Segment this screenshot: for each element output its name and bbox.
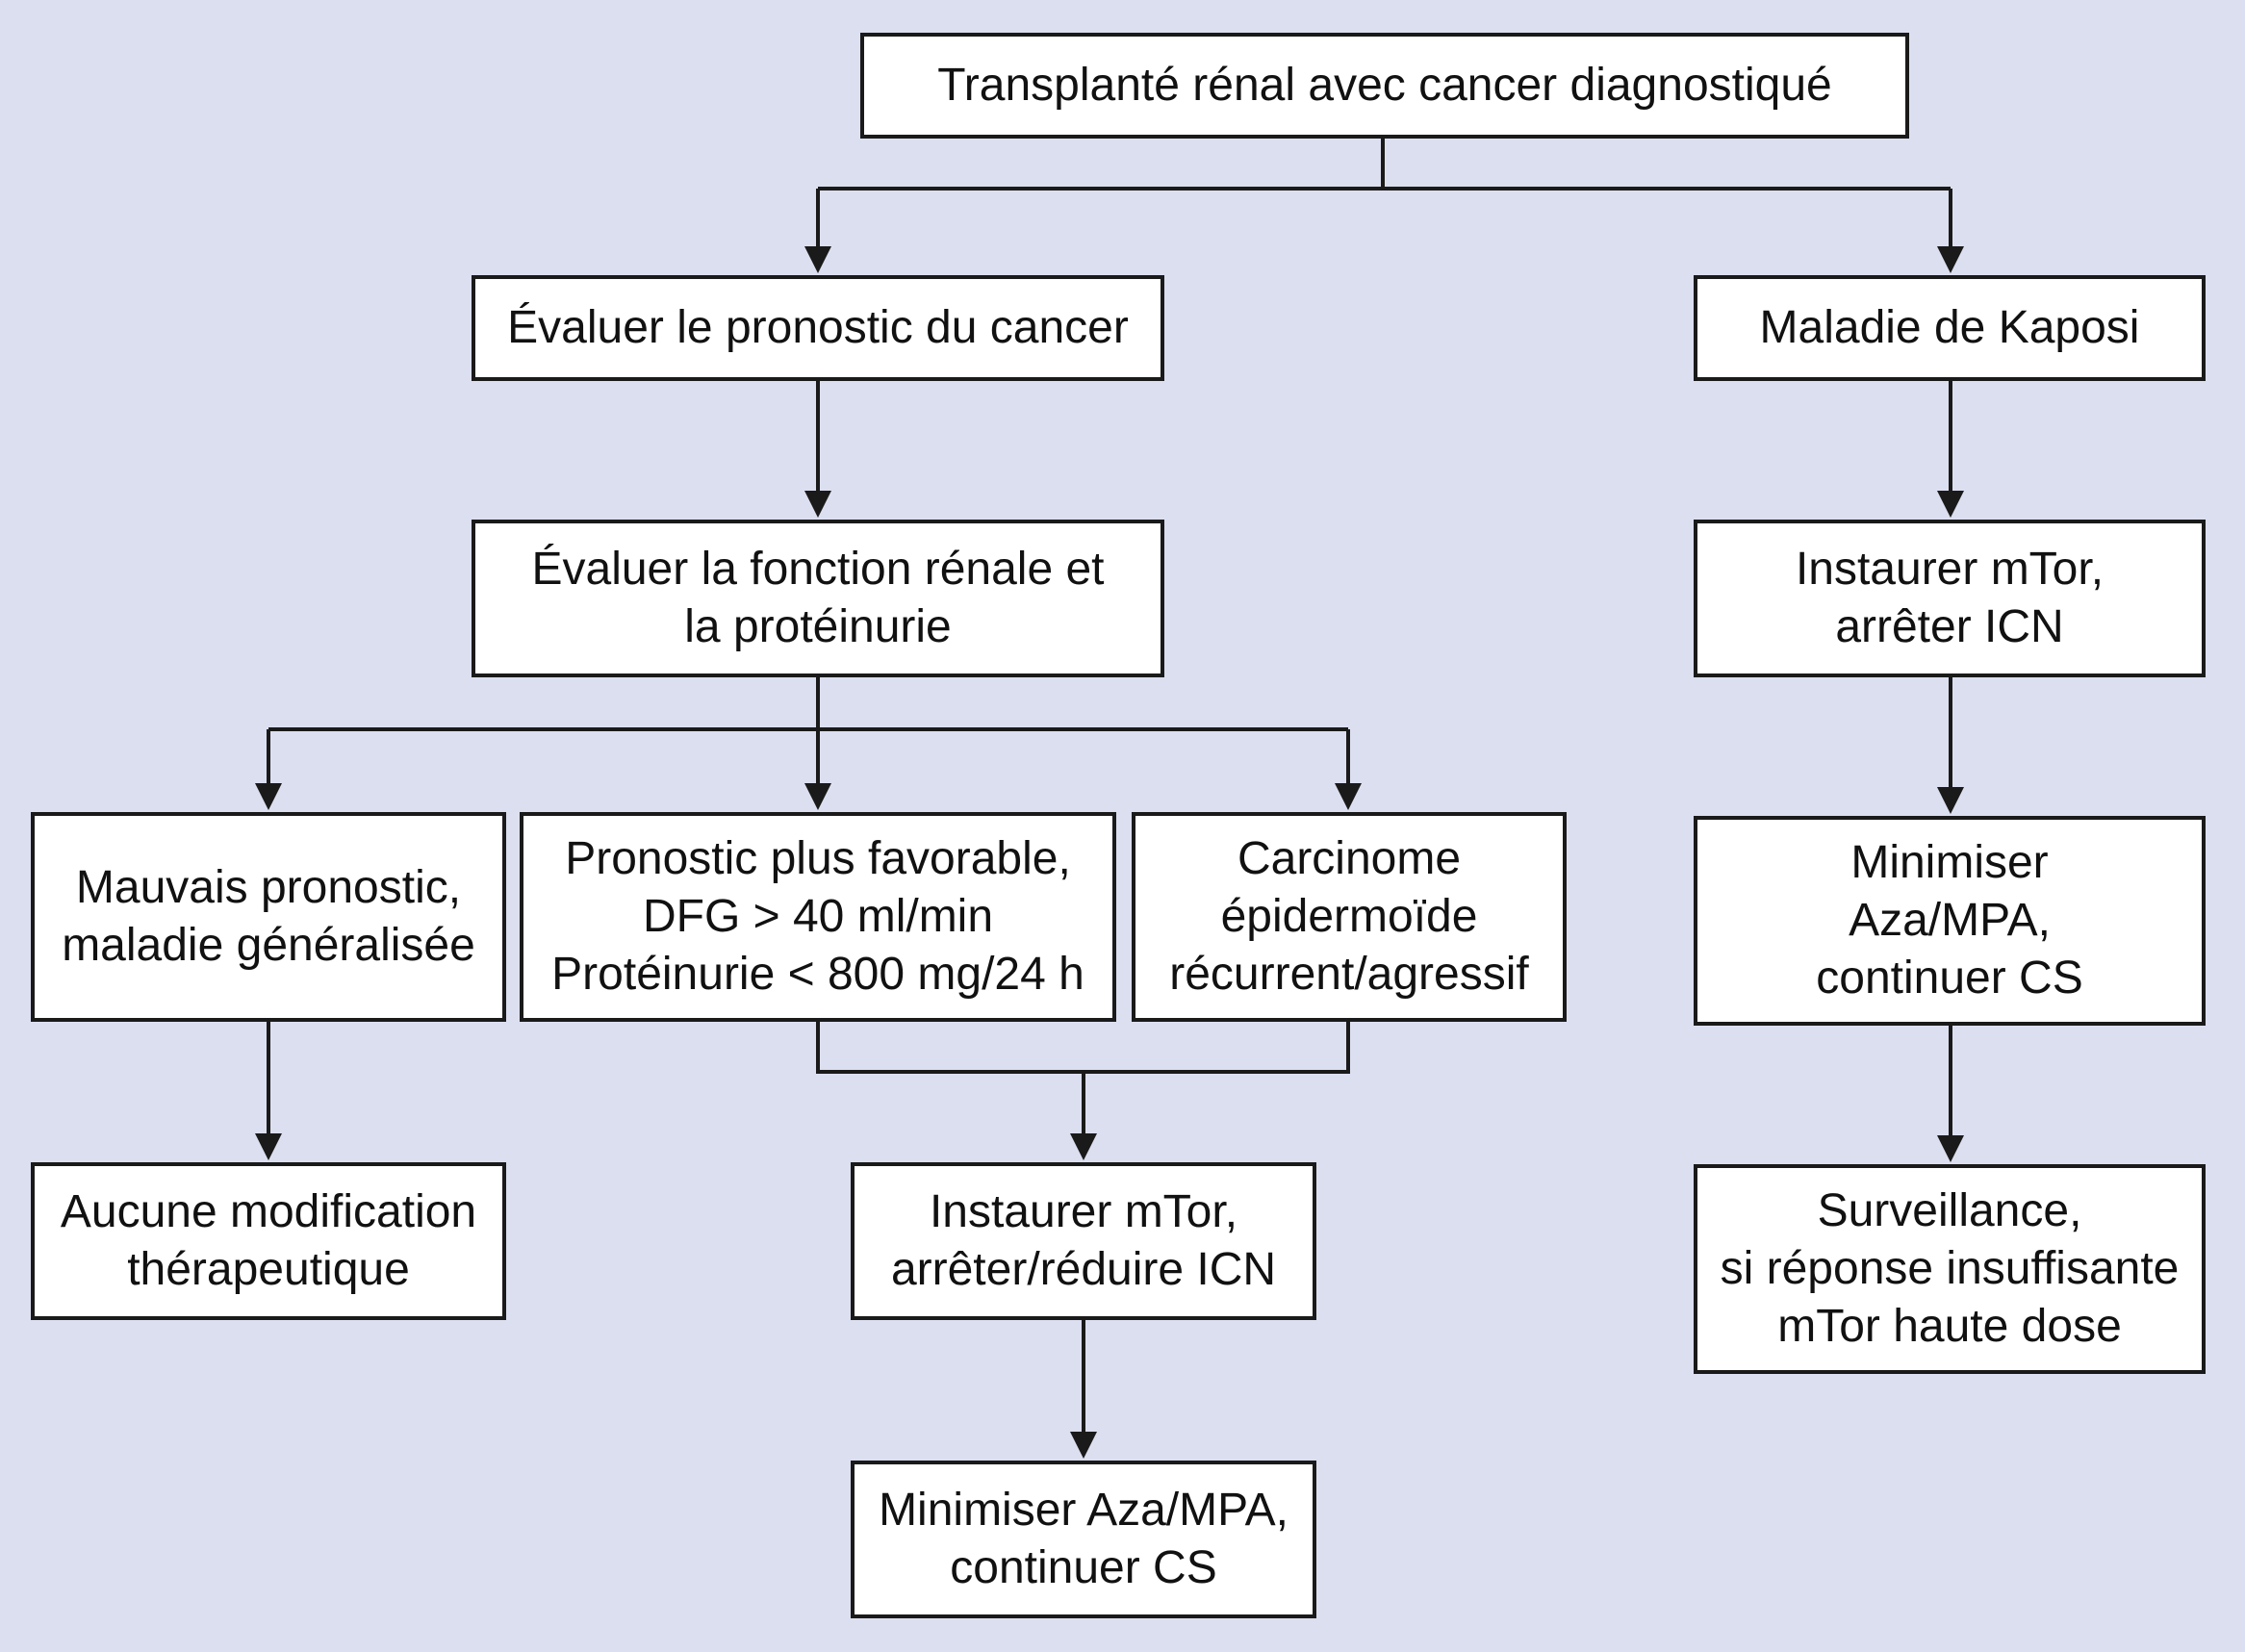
node-no-change-line-1: Aucune modification [60,1186,477,1237]
node-surveillance: Surveillance, si réponse insuffisante mT… [1694,1164,2206,1374]
arrowhead-kaposi-minimize [1937,787,1964,814]
node-kaposi: Maladie de Kaposi [1694,275,2206,381]
node-kaposi-mtor-line-2: arrêter ICN [1835,601,2064,652]
node-surveillance-line-3: mTor haute dose [1777,1301,2122,1352]
arrowhead-carcinoma [1335,783,1362,810]
arrowhead-minimize [1070,1432,1097,1459]
node-transplant-cancer: Transplanté rénal avec cancer diagnostiq… [860,33,1909,139]
arrowhead-evaluate-prognosis [804,246,831,273]
node-start-mtor-line-1: Instaurer mTor, [929,1186,1238,1237]
node-carcinoma: Carcinome épidermoïde récurrent/agressif [1132,812,1567,1022]
node-minimize-line-1: Minimiser Aza/MPA, [879,1485,1288,1536]
arrowhead-surveillance [1937,1135,1964,1162]
node-surveillance-line-1: Surveillance, [1817,1185,2082,1236]
node-carcinoma-line-1: Carcinome [1237,833,1462,884]
node-favorable-prognosis-line-1: Pronostic plus favorable, [565,833,1071,884]
node-kaposi-mtor: Instaurer mTor, arrêter ICN [1694,520,2206,677]
arrowhead-favorable-prognosis [804,783,831,810]
node-start-mtor: Instaurer mTor, arrêter/réduire ICN [851,1162,1316,1320]
arrowhead-start-mtor [1070,1133,1097,1160]
connector-merge-bar [816,1022,1350,1074]
node-kaposi-line-1: Maladie de Kaposi [1759,302,2140,353]
node-favorable-prognosis: Pronostic plus favorable, DFG > 40 ml/mi… [520,812,1116,1022]
node-favorable-prognosis-line-3: Protéinurie < 800 mg/24 h [551,949,1084,1000]
node-carcinoma-line-3: récurrent/agressif [1169,949,1529,1000]
node-kaposi-minimize: Minimiser Aza/MPA, continuer CS [1694,816,2206,1026]
node-evaluate-prognosis: Évaluer le pronostic du cancer [472,275,1164,381]
node-evaluate-renal-line-1: Évaluer la fonction rénale et [531,544,1105,595]
node-poor-prognosis-line-2: maladie généralisée [62,920,475,971]
node-no-change: Aucune modification thérapeutique [31,1162,506,1320]
node-evaluate-prognosis-line-1: Évaluer le pronostic du cancer [507,302,1129,353]
node-minimize: Minimiser Aza/MPA, continuer CS [851,1461,1316,1618]
node-kaposi-minimize-line-2: Aza/MPA, [1849,895,2051,946]
node-transplant-cancer-line-1: Transplanté rénal avec cancer diagnostiq… [937,60,1832,111]
node-evaluate-renal: Évaluer la fonction rénale et la protéin… [472,520,1164,677]
node-poor-prognosis: Mauvais pronostic, maladie généralisée [31,812,506,1022]
node-kaposi-mtor-line-1: Instaurer mTor, [1795,544,2105,595]
node-kaposi-minimize-line-3: continuer CS [1816,953,2083,1004]
node-kaposi-minimize-line-1: Minimiser [1850,837,2049,888]
arrowhead-evaluate-renal [804,491,831,518]
node-carcinoma-line-2: épidermoïde [1220,891,1478,942]
node-start-mtor-line-2: arrêter/réduire ICN [890,1244,1277,1295]
arrowhead-kaposi [1937,246,1964,273]
node-favorable-prognosis-line-2: DFG > 40 ml/min [642,891,994,942]
node-minimize-line-2: continuer CS [950,1542,1217,1593]
node-surveillance-line-2: si réponse insuffisante [1720,1243,2180,1294]
node-poor-prognosis-line-1: Mauvais pronostic, [75,862,462,913]
node-evaluate-renal-line-2: la protéinurie [684,601,952,652]
arrowhead-no-change [255,1133,282,1160]
node-no-change-line-2: thérapeutique [127,1244,410,1295]
arrowhead-poor-prognosis [255,783,282,810]
arrowhead-kaposi-mtor [1937,491,1964,518]
